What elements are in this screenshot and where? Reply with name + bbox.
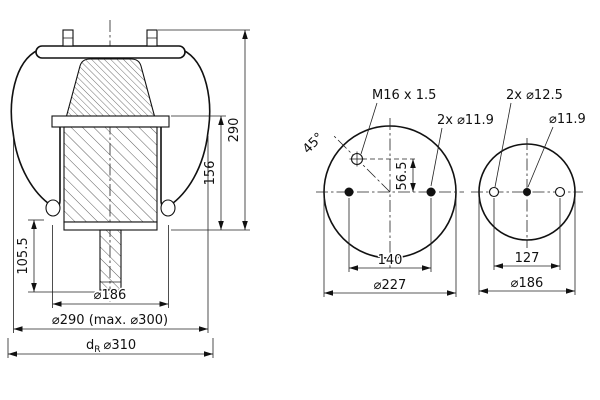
bellows-fold-left (45, 199, 61, 217)
dim-dia-design: dR⌀310 (7, 337, 214, 358)
leader-m16 (360, 102, 378, 155)
dim-dia-bellows: ⌀290 (max. ⌀300) (13, 136, 209, 333)
flange-hole-left-12-5 (488, 186, 500, 198)
top-plate (35, 45, 186, 59)
leader-holes-11-9 (430, 127, 443, 187)
flange-view: 2x ⌀12.5 ⌀11.9 127 ⌀186 (471, 87, 587, 295)
dim-dia-design-label: dR⌀310 (86, 338, 136, 355)
dim-height-overall-label: 290 (227, 118, 242, 143)
dim-dia-piston: ⌀186 (52, 225, 169, 308)
bellows-fold-right (160, 199, 176, 217)
hole-left-11-9 (344, 187, 354, 197)
label-holes-11-9: 2x ⌀11.9 (437, 113, 494, 128)
dim-height-piston: 156 (171, 115, 226, 230)
dim-offset-label: 56.5 (395, 162, 410, 191)
label-center-hole: ⌀11.9 (549, 112, 586, 127)
piston-base-plate (63, 221, 158, 231)
dim-dia-186-label: ⌀186 (511, 276, 544, 291)
angle-45-line (332, 134, 391, 193)
dim-dia-227-label: ⌀227 (374, 278, 407, 293)
hole-right-11-9 (426, 187, 436, 197)
rubber-bumper (65, 58, 156, 119)
dim-offset-56-5: 56.5 (362, 158, 418, 192)
flange-hole-right-12-5 (554, 186, 566, 198)
dim-height-piston-label: 156 (203, 161, 218, 186)
label-m16: M16 x 1.5 (372, 88, 436, 103)
leader-center-hole (527, 126, 554, 188)
side-view: 290 156 105.5 ⌀186 ⌀290 (max. ⌀300) (7, 20, 250, 358)
dim-height-lower-label: 105.5 (16, 237, 31, 274)
leader-holes-12-5 (494, 102, 512, 188)
piston-body (63, 126, 158, 223)
top-view: M16 x 1.5 2x ⌀11.9 45° 56.5 140 ⌀227 (299, 87, 495, 297)
dim-dia-186: ⌀186 (478, 198, 576, 295)
dim-height-overall: 290 (158, 29, 250, 231)
label-holes-12-5: 2x ⌀12.5 (506, 88, 563, 103)
dim-spacing-127: 127 (493, 198, 561, 270)
dim-dia-piston-label: ⌀186 (94, 288, 127, 303)
dim-dia-bellows-label: ⌀290 (max. ⌀300) (52, 313, 168, 328)
label-angle-45: 45° (300, 130, 327, 157)
flange-center-hole-11-9 (523, 188, 531, 196)
dim-dia-227: ⌀227 (323, 198, 457, 297)
mounting-rod (99, 229, 122, 291)
dim-spacing-140: 140 (348, 198, 432, 272)
dim-spacing-140-label: 140 (378, 253, 403, 268)
dim-height-lower: 105.5 (15, 219, 97, 293)
piston-flange (51, 115, 170, 128)
dim-spacing-127-label: 127 (515, 251, 540, 266)
